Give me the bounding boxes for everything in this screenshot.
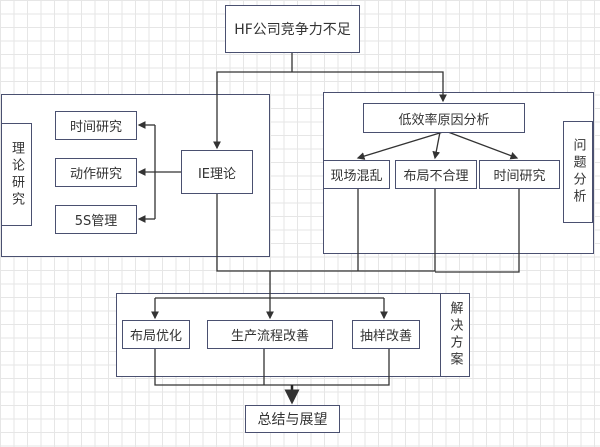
node-motion-study: 动作研究 <box>55 158 137 187</box>
node-process-improve: 生产流程改善 <box>207 320 333 349</box>
analysis-group-label: 问题分析 <box>563 121 593 223</box>
theory-group-label: 理论研究 <box>1 123 32 226</box>
node-sampling-improve: 抽样改善 <box>352 320 420 349</box>
solution-group-label: 解决方案 <box>440 293 470 377</box>
root-node: HF公司竞争力不足 <box>225 5 360 53</box>
node-5s: 5S管理 <box>55 205 137 234</box>
node-ie-theory: IE理论 <box>181 150 253 194</box>
node-conclusion: 总结与展望 <box>245 405 340 433</box>
node-bad-layout: 布局不合理 <box>395 160 477 189</box>
node-low-efficiency: 低效率原因分析 <box>363 103 525 133</box>
node-time-study: 时间研究 <box>55 111 137 140</box>
root-label: HF公司竞争力不足 <box>234 22 351 38</box>
node-time-study-2: 时间研究 <box>479 160 560 189</box>
node-layout-opt: 布局优化 <box>122 320 190 349</box>
node-site-chaos: 现场混乱 <box>323 160 390 189</box>
